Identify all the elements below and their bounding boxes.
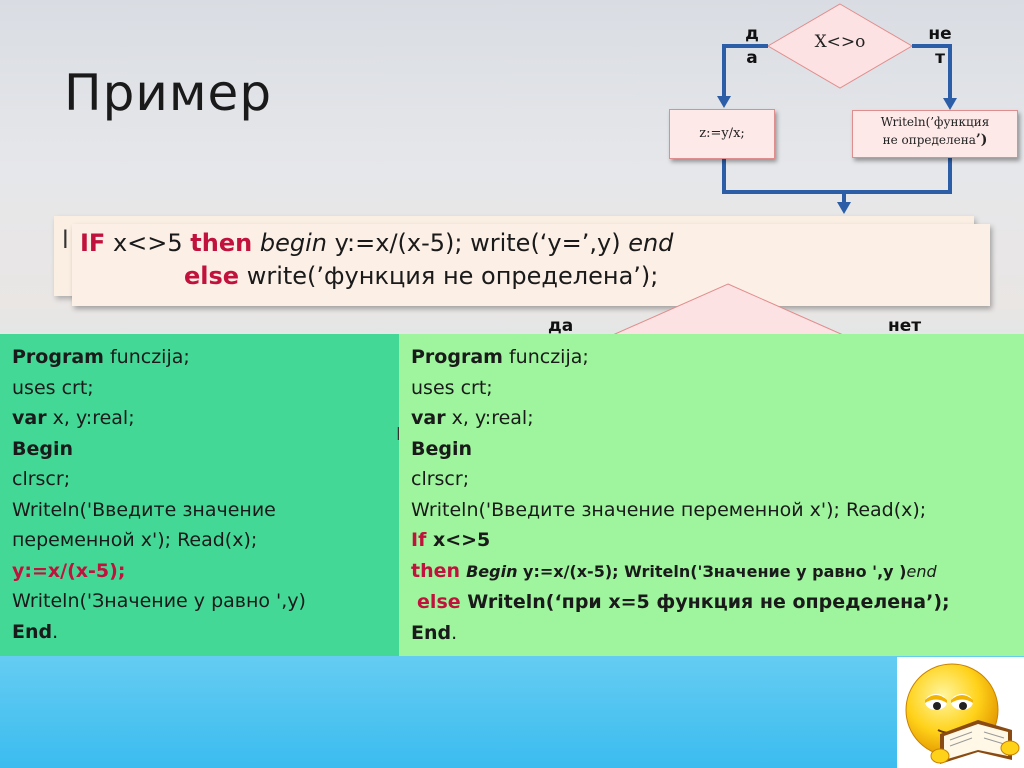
code-line: Begin (12, 437, 74, 460)
slide-title: Пример (64, 64, 273, 122)
code-line: Writeln('Значение y равно ',y) (12, 590, 306, 612)
code-line: If x<>5 (411, 529, 491, 551)
code-line: var x, y:real; (411, 407, 534, 429)
reading-smiley-icon (905, 663, 1020, 764)
second-no-label: нет (888, 316, 922, 336)
code-line: clrscr; (12, 468, 71, 490)
code-line: uses crt; (12, 376, 94, 399)
no-branch-line (912, 44, 952, 102)
assign-box: z:=y/x; (669, 109, 775, 159)
left-down-line (722, 158, 844, 194)
code-panel-right: Program funczija; uses crt; var x, y:rea… (399, 334, 1024, 656)
condition-diamond (767, 3, 913, 89)
code-line: Writeln('Введите значение (12, 498, 276, 521)
second-chart-diamond (605, 283, 851, 339)
code-line: then Begin y:=x/(x-5); Writeln('Значение… (411, 559, 937, 582)
condition-label: X<>o (814, 32, 866, 52)
no-arrowhead (943, 98, 957, 110)
code-line: Program funczija; (12, 346, 190, 368)
code-line: uses crt; (411, 376, 493, 399)
if-statement-banner (72, 224, 990, 306)
merge-arrowhead (837, 202, 851, 214)
code-line: Program funczija; (411, 346, 589, 368)
if-line-2: else write(’функция не определена’); (184, 262, 659, 290)
code-line: End. (411, 621, 458, 644)
code-panel-left: Program funczija; uses crt; var x, y:rea… (0, 334, 399, 656)
banner-bullet: l (62, 226, 69, 254)
code-line: End. (12, 620, 59, 643)
code-line: var x, y:real; (12, 407, 135, 429)
code-line: else Writeln(‘при x=5 функция не определ… (417, 591, 950, 613)
code-line: clrscr; (411, 468, 470, 490)
writeln-box: Writeln(’функция не определена’) (852, 110, 1018, 158)
yes-arrowhead (717, 96, 731, 108)
code-line-highlight: y:=x/(x-5); (12, 559, 126, 582)
if-line-1: IF x<>5 then begin y:=x/(x-5); write(‘y=… (80, 229, 674, 257)
code-line: Writeln('Введите значение переменной x')… (411, 498, 927, 521)
code-line: Begin (411, 437, 473, 460)
flowchart-connectors (717, 3, 957, 214)
second-yes-label: да (548, 316, 574, 336)
code-line: переменной x'); Read(x); (12, 529, 258, 551)
right-down-line (844, 154, 952, 194)
yes-branch-line (722, 44, 768, 100)
